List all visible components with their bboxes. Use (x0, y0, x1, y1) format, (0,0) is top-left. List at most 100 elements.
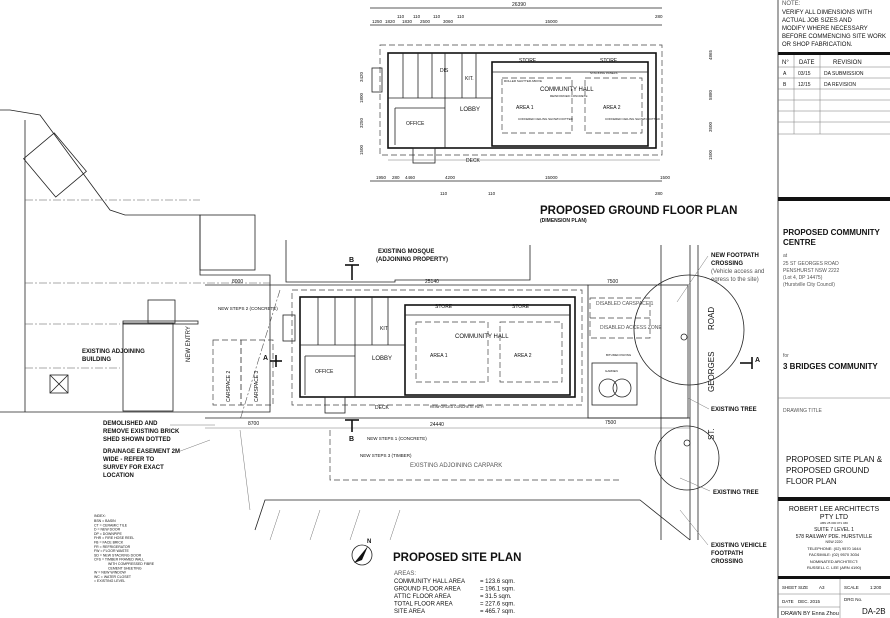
dim-label: 3500 (708, 121, 713, 132)
rev-no: A (783, 71, 787, 77)
nominated-architect: RUSSELL C. LEE (ARN 4190) (807, 565, 862, 570)
drg-no-label: DRG No. (844, 597, 862, 602)
dim-label: 1500 (708, 149, 713, 160)
at-label: at (783, 253, 788, 259)
nominated-architect: NOMINATED ARCHITECT: (810, 559, 858, 564)
dim-label: 8000 (232, 279, 243, 285)
carspace-label: CARSPACE 2 (226, 370, 232, 402)
dim-label: 7500 (605, 420, 616, 426)
dim-label: 110 (440, 191, 448, 196)
rev-no: B (783, 82, 787, 88)
drawn-by: DRAWN BY Enna Zhou (781, 611, 839, 617)
adjoining-building-label: BUILDING (82, 357, 111, 363)
dim-label: 15000 (545, 19, 558, 24)
room-note: REINFORCED CONCRETE (550, 94, 588, 98)
note-heading: NOTE: (782, 1, 801, 7)
new-steps-label: NEW STEPS 1 (CONCRETE) (367, 436, 427, 441)
dim-label: 110 (397, 14, 405, 19)
phone: TELEPHONE: (02) 9570 1644 (807, 546, 861, 551)
dim-label: 2500 (420, 19, 431, 24)
office-line: SUITE 7 LEVEL 1 (814, 527, 854, 533)
index-item: = EXISTING LEVEL (94, 579, 125, 583)
dim-label: 1500 (359, 144, 364, 155)
area-label: COMMUNITY HALL AREA (394, 579, 465, 585)
revision-table: N° DATE REVISION A 03/15 DA SUBMISSION B… (778, 55, 890, 135)
room-label: COMMUNITY HALL (540, 87, 594, 93)
drawing-number: DA-2B (862, 607, 886, 616)
demolish-note: SHED SHOWN DOTTED (103, 437, 171, 443)
vehicle-crossing-label: FOOTPATH (711, 551, 743, 557)
dim-label: 280 (655, 191, 663, 196)
dim-label: 15000 (545, 175, 558, 180)
section-marker-a: A A (263, 355, 760, 369)
existing-tree-label: EXISTING TREE (711, 407, 757, 413)
rev-header-revision: REVISION (833, 60, 862, 66)
new-steps-label: NEW STEPS 2 (CONCRETE) (218, 306, 278, 311)
area-value: = 227.6 sqm. (480, 602, 515, 608)
site-plan: EXISTING MOSQUE (ADJOINING PROPERTY) EXI… (0, 109, 767, 566)
area-label: ATTIC FLOOR AREA (394, 594, 451, 600)
room-label: AREA 1 (516, 105, 534, 111)
dim-label: 7500 (607, 279, 618, 285)
dim-label: 1830 (402, 19, 413, 24)
dim-label: 4460 (405, 175, 416, 180)
room-label: AREA 2 (514, 353, 532, 359)
dim-label: 1950 (376, 175, 387, 180)
dim-label: 110 (413, 14, 421, 19)
drainage-note: SURVEY FOR EXACT (103, 465, 164, 471)
room-label: STORE (512, 304, 530, 310)
dim-label: 8700 (248, 421, 259, 427)
dim-label: 5880 (708, 89, 713, 100)
section-marker-b: B B (345, 257, 359, 443)
new-steps-label: NEW STEPS 3 (TIMBER) (360, 453, 412, 458)
dim-label: 280 (392, 175, 400, 180)
rev-date: 12/15 (798, 82, 811, 88)
drawing-title: PROPOSED SITE PLAN & (786, 455, 883, 464)
section-a-label: A (755, 357, 760, 364)
date: DEC. 2015 (798, 599, 821, 604)
new-footpath-label: NEW FOOTPATH (711, 253, 759, 259)
architect-name: PTY LTD (820, 514, 848, 521)
room-note: COFFERED CEILING SHOWN DOTTED (605, 117, 661, 121)
vehicle-crossing-label: EXISTING VEHICLE (711, 543, 767, 549)
new-footpath-note: egress to the site) (711, 277, 759, 283)
room-note: ROLLER SHUTTER ABOVE (504, 79, 542, 83)
area-value: = 31.5 sqm. (480, 594, 512, 600)
room-label: AREA 2 (603, 105, 621, 111)
client-name: 3 BRIDGES COMMUNITY (783, 362, 878, 371)
section-a-label: A (263, 355, 268, 362)
index-item: D = NEW DOOR (94, 528, 121, 532)
rev-text: DA SUBMISSION (824, 71, 864, 77)
dim-label: 110 (433, 14, 441, 19)
scale: 1:200 (870, 585, 882, 590)
north-label: N (367, 539, 371, 545)
new-entry-label: NEW ENTRY (186, 326, 192, 362)
note-line: BEFORE COMMENCING SITE WORK (782, 34, 886, 40)
for-label: for (783, 353, 789, 359)
architect-name: ROBERT LEE ARCHITECTS (789, 506, 880, 513)
path-label: REINFORCED CONCRETE PATH (430, 405, 484, 409)
areas-heading: AREAS: (394, 571, 416, 577)
area-value: = 465.7 sqm. (480, 609, 515, 615)
index-item: BSN = BASIN (94, 519, 116, 523)
dim-label: 3060 (443, 19, 454, 24)
room-label: KIT (380, 326, 388, 332)
address-line: 25 ST GEORGES ROAD (783, 261, 839, 267)
abn: ABN 25 000 071 466 (820, 521, 848, 525)
office-line: 578 RAILWAY PDE. HURSTVILLE (796, 534, 873, 540)
index-item: W = NEW WINDOW (94, 571, 126, 575)
scale-label: SCALE (844, 585, 859, 590)
sheet-size-label: SHEET SIZE (782, 585, 808, 590)
existing-tree-label: EXISTING TREE (713, 490, 759, 496)
room-note: COFFERED CEILING SHOWN DOTTED (518, 117, 574, 121)
rev-date: 03/15 (798, 71, 811, 77)
road-label: GEORGES (707, 352, 716, 392)
note-line: MODIFY WHERE NECESSARY (782, 26, 868, 32)
road-label: ST. (707, 428, 716, 440)
index-item: DP = DOWNPIPE (94, 532, 123, 536)
room-label: OFFICE (315, 369, 334, 375)
title-block: NOTE: VERIFY ALL DIMENSIONS WITH ACTUAL … (777, 0, 890, 618)
dim-label: 1800 (359, 92, 364, 103)
